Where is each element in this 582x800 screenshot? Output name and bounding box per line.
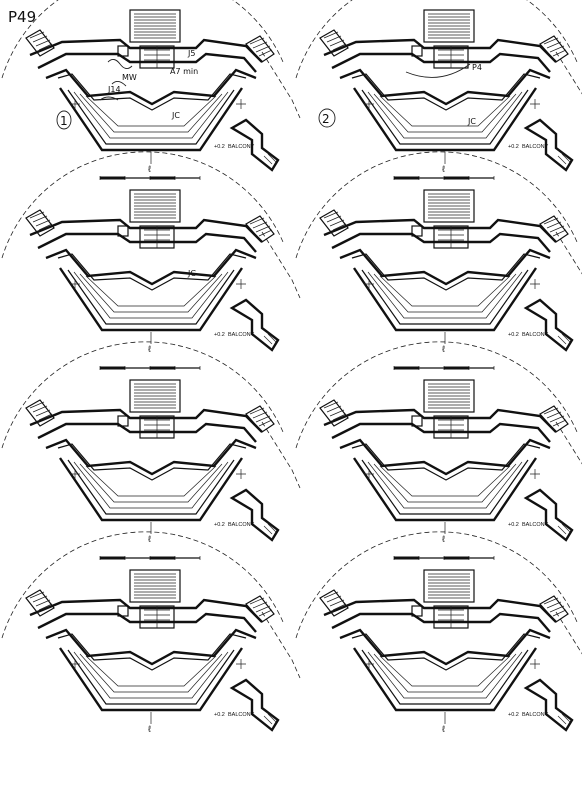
- hand-scribble: [99, 59, 133, 101]
- note: MW: [122, 73, 137, 82]
- balcony-level: +0.2: [508, 522, 519, 528]
- balcony-level: +0.2: [508, 332, 519, 338]
- plan-3: [0, 150, 302, 352]
- note: JC: [467, 117, 476, 126]
- centerline-mark: ℓ: [148, 344, 152, 354]
- handwritten-notes: J5 MW A7 min J14 JC JC P4 JC: [107, 49, 482, 278]
- balcony-label: BALCONY: [228, 522, 255, 528]
- balcony-label: BALCONY: [522, 332, 549, 338]
- balcony-level: +0.2: [214, 332, 225, 338]
- page-label: P49: [8, 8, 36, 26]
- note: J14: [107, 85, 121, 94]
- scale-bar: [393, 555, 495, 561]
- centerline-mark: ℓ: [148, 534, 152, 544]
- balcony-label: BALCONY: [228, 144, 255, 150]
- plan-5: [0, 340, 302, 542]
- scale-bar: [99, 555, 201, 561]
- centerline-mark: ℓ: [442, 534, 446, 544]
- scale-bar: [393, 365, 495, 371]
- centerline-mark: ℓ: [148, 164, 152, 174]
- centerline-mark: ℓ: [148, 724, 152, 734]
- centerline-marks: ℓ ℓ ℓ ℓ ℓ ℓ ℓ ℓ: [148, 164, 446, 734]
- balcony-level: +0.2: [508, 144, 519, 150]
- centerline-mark: ℓ: [442, 344, 446, 354]
- note: JC: [171, 111, 180, 120]
- note: P4: [472, 63, 482, 72]
- balcony-labels: +0.2 BALCONY +0.2 BALCONY +0.2 BALCONY +…: [214, 144, 549, 718]
- plan-8: [294, 530, 582, 732]
- balcony-label: BALCONY: [522, 522, 549, 528]
- centerline-mark: ℓ: [442, 164, 446, 174]
- scale-bar: [393, 175, 495, 181]
- plan-number-2: 2: [318, 108, 336, 128]
- note: JC: [187, 269, 196, 278]
- balcony-level: +0.2: [214, 144, 225, 150]
- note: A7 min: [170, 67, 198, 76]
- svg-text:2: 2: [322, 112, 330, 126]
- hand-scribble: [405, 63, 471, 78]
- scale-bar: [99, 175, 201, 181]
- plan-4: [294, 150, 582, 352]
- note: J5: [187, 49, 195, 58]
- balcony-level: +0.2: [214, 712, 225, 718]
- balcony-label: BALCONY: [228, 332, 255, 338]
- balcony-label: BALCONY: [522, 712, 549, 718]
- plan-1: [0, 0, 302, 172]
- svg-text:1: 1: [60, 114, 68, 128]
- centerline-mark: ℓ: [442, 724, 446, 734]
- balcony-level: +0.2: [508, 712, 519, 718]
- plan-6: [294, 340, 582, 542]
- scale-bar: [99, 365, 201, 371]
- plan-7: [0, 530, 302, 732]
- balcony-level: +0.2: [214, 522, 225, 528]
- plan-number-1: 1: [56, 110, 72, 130]
- balcony-label: BALCONY: [228, 712, 255, 718]
- balcony-label: BALCONY: [522, 144, 549, 150]
